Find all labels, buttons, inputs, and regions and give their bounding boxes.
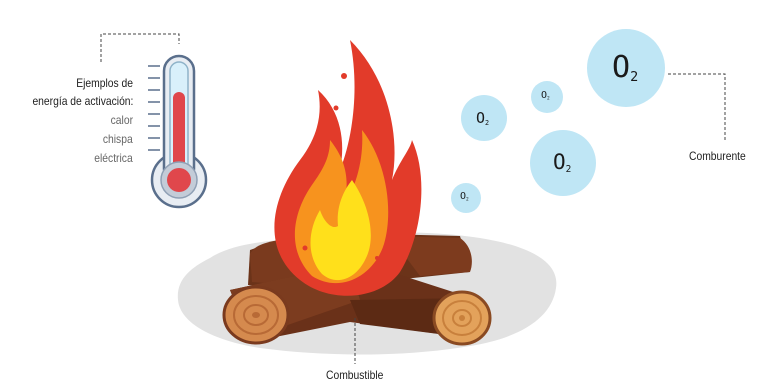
fire-flames (274, 40, 421, 296)
comburente-label: Comburente (689, 147, 746, 165)
activation-example-electric: eléctrica (95, 149, 133, 167)
activation-heading-line2: energía de activación: (32, 92, 133, 110)
activation-example-heat: calor (111, 111, 133, 129)
oxygen-label-medium: O2 (553, 150, 571, 175)
oxygen-label-large: O2 (612, 50, 638, 85)
comburente-leader-line (668, 74, 725, 140)
activation-example-spark: chispa (103, 130, 133, 148)
combustible-label: Combustible (326, 366, 383, 384)
thermometer-icon (148, 56, 206, 207)
activation-leader-line (101, 34, 179, 62)
oxygen-label: O2 (476, 109, 489, 127)
activation-heading-line1: Ejemplos de (76, 74, 133, 92)
oxygen-label-small: O2 (541, 90, 550, 101)
oxygen-label-tiny: O2 (460, 191, 469, 202)
